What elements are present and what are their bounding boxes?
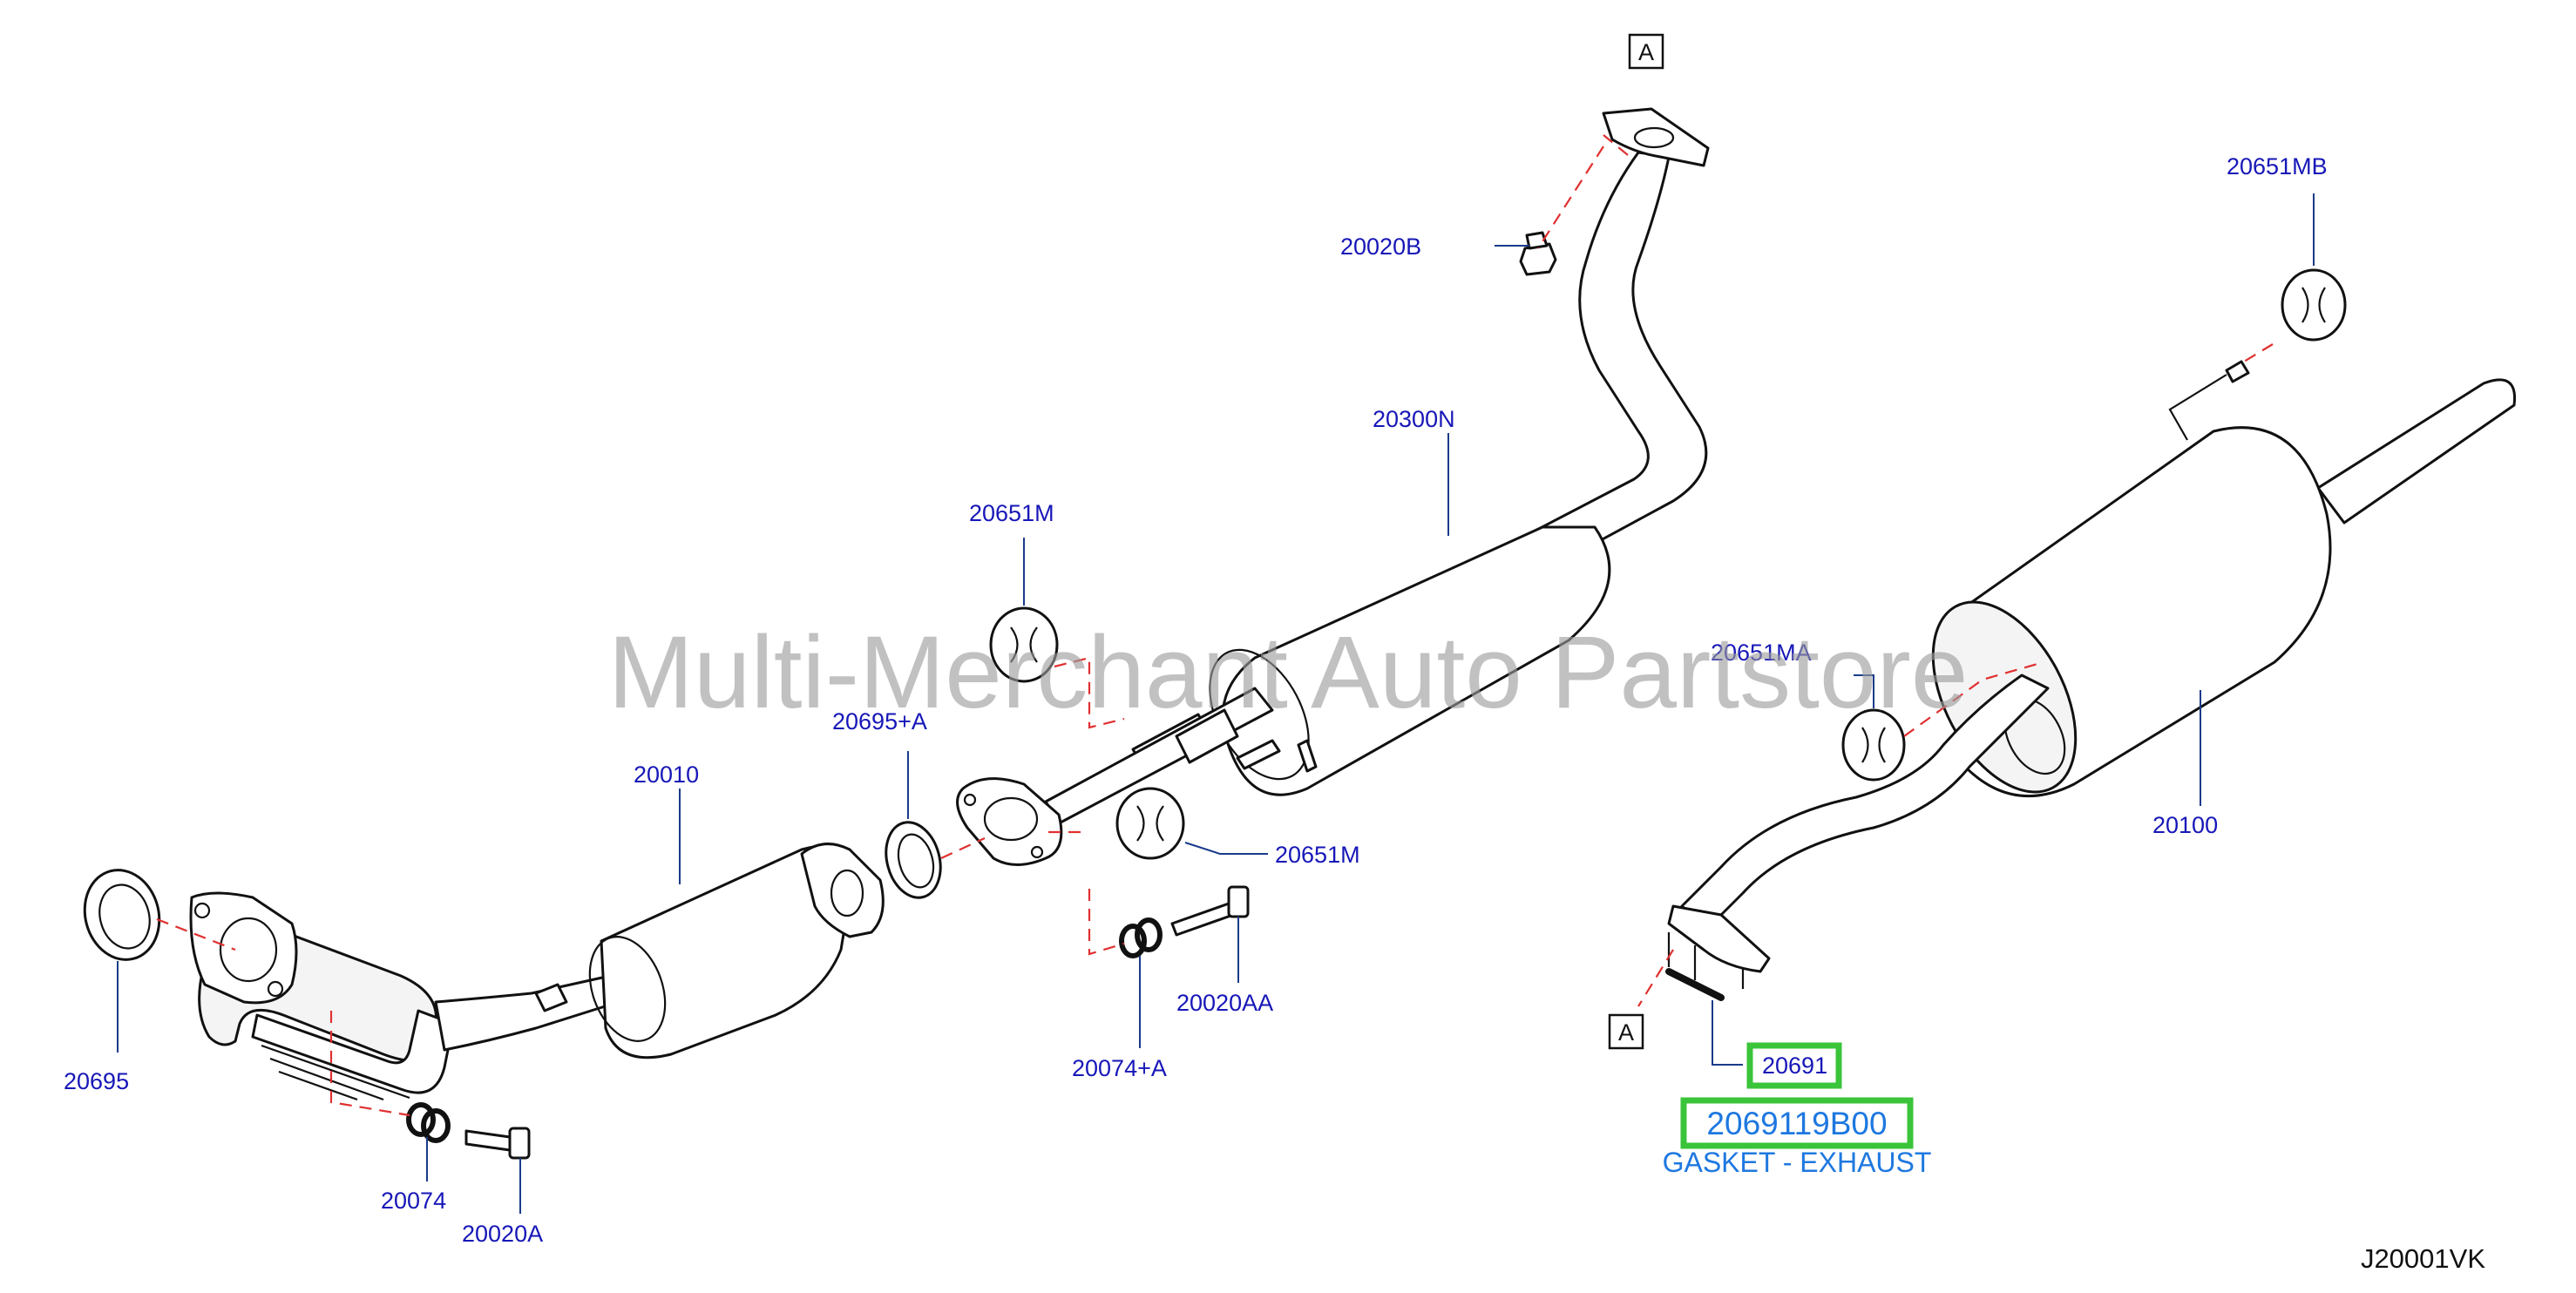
label-20010[interactable]: 20010 (634, 762, 699, 788)
leader-lines (117, 193, 2315, 1214)
label-20695[interactable]: 20695 (64, 1068, 129, 1094)
highlighted-part-number[interactable]: 2069119B00 (1706, 1106, 1887, 1141)
alignment-guides (156, 134, 2274, 1117)
label-20651MA[interactable]: 20651MA (1711, 640, 1812, 666)
catalytic-converter-20010[interactable] (189, 843, 885, 1101)
gasket-20695A[interactable] (878, 816, 949, 904)
reference-mark-a-bottom: A (1608, 1013, 1644, 1050)
reference-mark-a-bottom-text: A (1618, 1019, 1634, 1046)
reference-mark-a-top: A (1628, 33, 1664, 70)
mounting-rubber-20651M-top[interactable] (989, 606, 1059, 683)
bolt-20020AA[interactable] (1170, 885, 1250, 937)
label-20020AA[interactable]: 20020AA (1176, 990, 1273, 1016)
part-labels: 20020B 20300N 20651MB 20651M 20695+A 200… (64, 153, 2328, 1247)
watermark: Multi-Merchant Auto Partstore (608, 615, 1969, 730)
label-20651M-right[interactable]: 20651M (1275, 842, 1360, 868)
gasket-20695[interactable] (75, 862, 169, 968)
label-20651M-top[interactable]: 20651M (969, 500, 1054, 526)
spring-20074A[interactable] (1119, 917, 1163, 958)
highlighted-part-description: GASKET - EXHAUST (1663, 1147, 1932, 1178)
mounting-rubber-20651M-right[interactable] (1115, 787, 1185, 860)
diagram-code: J20001VK (2361, 1243, 2485, 1274)
bolt-20020A[interactable] (464, 1127, 531, 1160)
label-20300N[interactable]: 20300N (1373, 406, 1455, 432)
label-20651MB[interactable]: 20651MB (2227, 153, 2328, 179)
reference-mark-a-top-text: A (1638, 39, 1654, 65)
label-20074A[interactable]: 20074+A (1072, 1055, 1167, 1081)
label-20074[interactable]: 20074 (381, 1188, 446, 1214)
label-20100[interactable]: 20100 (2152, 812, 2218, 838)
label-20691[interactable]: 20691 (1762, 1053, 1827, 1079)
mounting-rubber-20651MA[interactable] (1841, 708, 1906, 782)
highlight-box-part-number (1680, 1097, 1914, 1149)
gasket-20691[interactable] (1665, 968, 1725, 1001)
mounting-rubber-20651MB[interactable] (2281, 268, 2347, 342)
label-20020B[interactable]: 20020B (1340, 234, 1421, 260)
highlight-box-20691 (1746, 1042, 1842, 1089)
label-20695A[interactable]: 20695+A (832, 708, 927, 735)
rear-muffler-20100[interactable] (1667, 360, 2517, 989)
front-exhaust-tube-20300N[interactable] (956, 107, 1710, 866)
nut-20020B[interactable] (1519, 231, 1557, 276)
spring-20074[interactable] (406, 1102, 451, 1143)
highlighted-part: 2069119B00 GASKET - EXHAUST (1663, 1042, 1932, 1178)
label-20020A[interactable]: 20020A (462, 1221, 543, 1247)
